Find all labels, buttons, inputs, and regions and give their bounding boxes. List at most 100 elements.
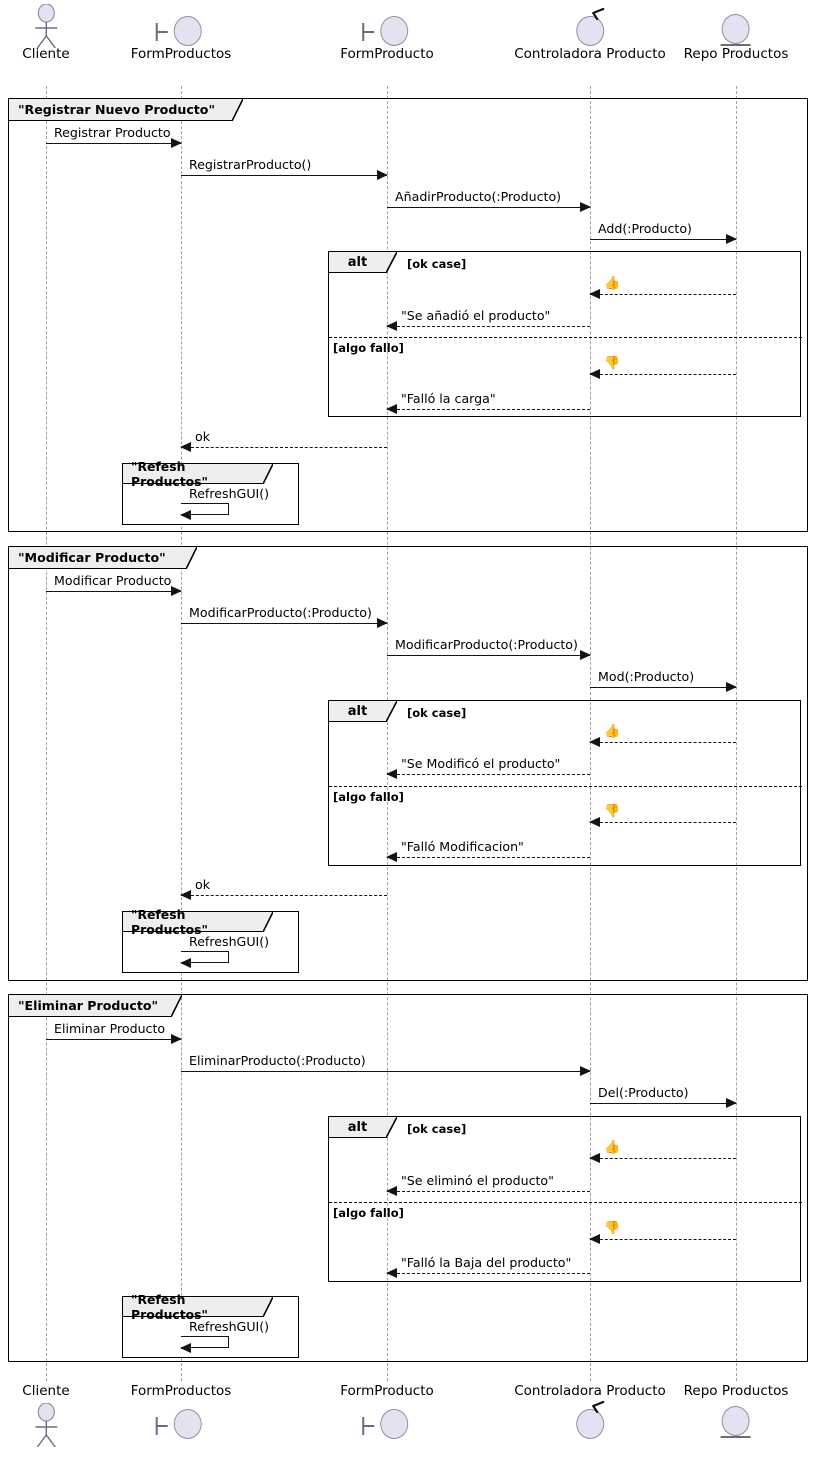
entity-circle-icon bbox=[684, 1403, 789, 1439]
frame-modificar-producto[interactable]: "Modificar Producto" bbox=[8, 546, 808, 981]
tab-notch-icon bbox=[186, 547, 197, 569]
message-label: Del(:Producto) bbox=[598, 1085, 689, 1101]
self-message-label: RefreshGUI() bbox=[189, 1319, 270, 1334]
tab-notch-icon bbox=[171, 995, 182, 1017]
lifeline-formproductos bbox=[181, 86, 182, 1381]
message-line bbox=[590, 1239, 736, 1240]
arrowhead-icon bbox=[386, 769, 397, 779]
message-label: ok bbox=[195, 877, 210, 893]
message-line bbox=[387, 1191, 590, 1192]
participant-label: Cliente bbox=[22, 1383, 70, 1399]
lifeline-formproducto bbox=[387, 86, 388, 1381]
frame-eliminar-producto[interactable]: "Eliminar Producto" bbox=[8, 994, 808, 1362]
alt-fragment-eliminar[interactable]: alt [ok case] [algo fallo] bbox=[328, 1116, 802, 1282]
message-line bbox=[181, 623, 387, 624]
arrowhead-icon bbox=[589, 369, 600, 379]
thumbs-up-icon: 👍 bbox=[604, 1140, 621, 1155]
message-label: Add(:Producto) bbox=[598, 221, 692, 237]
message-label: Eliminar Producto bbox=[54, 1021, 166, 1037]
arrowhead-icon bbox=[386, 852, 397, 862]
message-label: ok bbox=[195, 429, 210, 445]
actor-glyph bbox=[34, 1402, 57, 1447]
arrowhead-icon bbox=[180, 958, 191, 968]
arrowhead-icon bbox=[580, 202, 591, 212]
participant-label: Repo Productos bbox=[683, 1383, 789, 1399]
message-line bbox=[387, 1273, 590, 1274]
self-message-refreshgui-3[interactable]: RefreshGUI() bbox=[180, 1319, 269, 1353]
participant-label: FormProducto bbox=[340, 1383, 434, 1399]
frame-label: "Eliminar Producto" bbox=[18, 998, 159, 1013]
participant-footer-repo-productos[interactable]: Repo Productos bbox=[683, 1383, 789, 1439]
nested-frame-tab: "Refesh Productos" bbox=[123, 459, 274, 489]
message-line bbox=[387, 326, 590, 327]
thumbs-down-icon: 👎 bbox=[604, 1221, 621, 1236]
arrowhead-icon bbox=[726, 1098, 737, 1108]
self-message-refreshgui-2[interactable]: RefreshGUI() bbox=[180, 934, 269, 968]
arrowhead-icon bbox=[171, 138, 182, 148]
frame-label-tab: "Modificar Producto" bbox=[9, 547, 197, 569]
participant-label: Controladora Producto bbox=[514, 1383, 666, 1399]
participant-footer-formproducto[interactable]: FormProducto bbox=[340, 1383, 434, 1439]
actor-stick-figure-icon bbox=[22, 1402, 69, 1447]
alt-guard-ok: [ok case] bbox=[407, 706, 467, 720]
control-circle-icon bbox=[514, 1400, 666, 1439]
message-label: Mod(:Producto) bbox=[598, 669, 695, 685]
alt-operator-label: alt bbox=[347, 254, 368, 270]
participant-label: FormProducto bbox=[340, 46, 434, 62]
entity-circle bbox=[721, 14, 750, 44]
alt-fragment-modificar[interactable]: alt [ok case] [algo fallo] bbox=[328, 700, 802, 866]
tab-notch-icon bbox=[385, 1116, 398, 1139]
participant-label: Repo Productos bbox=[683, 46, 789, 62]
participant-header-formproducto[interactable]: FormProducto bbox=[340, 4, 434, 62]
message-line bbox=[181, 1071, 590, 1072]
participant-label: Cliente bbox=[22, 46, 70, 62]
alt-operator-tab: alt bbox=[329, 1116, 398, 1139]
message-label: Modificar Producto bbox=[54, 573, 172, 589]
participant-footer-cliente[interactable]: Cliente bbox=[22, 1383, 70, 1447]
tab-notch-icon bbox=[232, 99, 243, 121]
arrowhead-icon bbox=[386, 1186, 397, 1196]
lifeline-cliente bbox=[46, 86, 47, 1381]
participant-footer-controladora-producto[interactable]: Controladora Producto bbox=[514, 1383, 666, 1439]
alt-fragment-registrar[interactable]: alt [ok case] [algo fallo] bbox=[328, 251, 802, 417]
boundary-stem bbox=[363, 31, 374, 33]
message-label: EliminarProducto(:Producto) bbox=[189, 1053, 366, 1069]
arrowhead-icon bbox=[589, 1153, 600, 1163]
nested-frame-tab: "Refesh Productos" bbox=[123, 1292, 274, 1322]
arrowhead-icon bbox=[180, 442, 191, 452]
arrowhead-icon bbox=[180, 510, 191, 520]
entity-baseline bbox=[720, 1435, 751, 1438]
arrowhead-icon bbox=[726, 682, 737, 692]
participant-header-repo-productos[interactable]: Repo Productos bbox=[683, 4, 789, 62]
thumbs-down-icon: 👎 bbox=[604, 356, 621, 371]
boundary-circle-icon bbox=[340, 1403, 434, 1439]
actor-glyph bbox=[34, 4, 57, 48]
arrowhead-icon bbox=[589, 817, 600, 827]
participant-header-cliente[interactable]: Cliente bbox=[22, 4, 70, 62]
participant-header-controladora-producto[interactable]: Controladora Producto bbox=[514, 4, 666, 62]
participant-header-formproductos[interactable]: FormProductos bbox=[131, 4, 231, 62]
message-label: ModificarProducto(:Producto) bbox=[189, 605, 372, 621]
alt-guard-ok: [ok case] bbox=[407, 1122, 467, 1136]
tab-notch-icon bbox=[262, 1296, 274, 1318]
self-message-refreshgui-1[interactable]: RefreshGUI() bbox=[180, 486, 269, 520]
message-line bbox=[590, 239, 736, 240]
participant-footer-formproductos[interactable]: FormProductos bbox=[131, 1384, 231, 1439]
arrowhead-icon bbox=[726, 234, 737, 244]
message-label: "Se eliminó el producto" bbox=[401, 1173, 554, 1189]
message-label: RegistrarProducto() bbox=[189, 157, 312, 173]
message-line bbox=[46, 591, 181, 592]
frame-registrar-nuevo-producto[interactable]: "Registrar Nuevo Producto" bbox=[8, 98, 808, 532]
arrowhead-icon bbox=[377, 170, 388, 180]
message-label: "Se Modificó el producto" bbox=[401, 756, 561, 772]
alt-branch-divider bbox=[329, 1202, 802, 1203]
alt-operator-tab: alt bbox=[329, 700, 398, 723]
frame-label: "Modificar Producto" bbox=[18, 550, 166, 565]
message-label: ModificarProducto(:Producto) bbox=[395, 637, 578, 653]
self-message-line bbox=[181, 1336, 229, 1348]
thumbs-up-icon: 👍 bbox=[604, 724, 621, 739]
boundary-circle bbox=[174, 1408, 202, 1439]
nested-frame-label: "Refesh Productos" bbox=[131, 458, 209, 489]
message-line bbox=[590, 687, 736, 688]
